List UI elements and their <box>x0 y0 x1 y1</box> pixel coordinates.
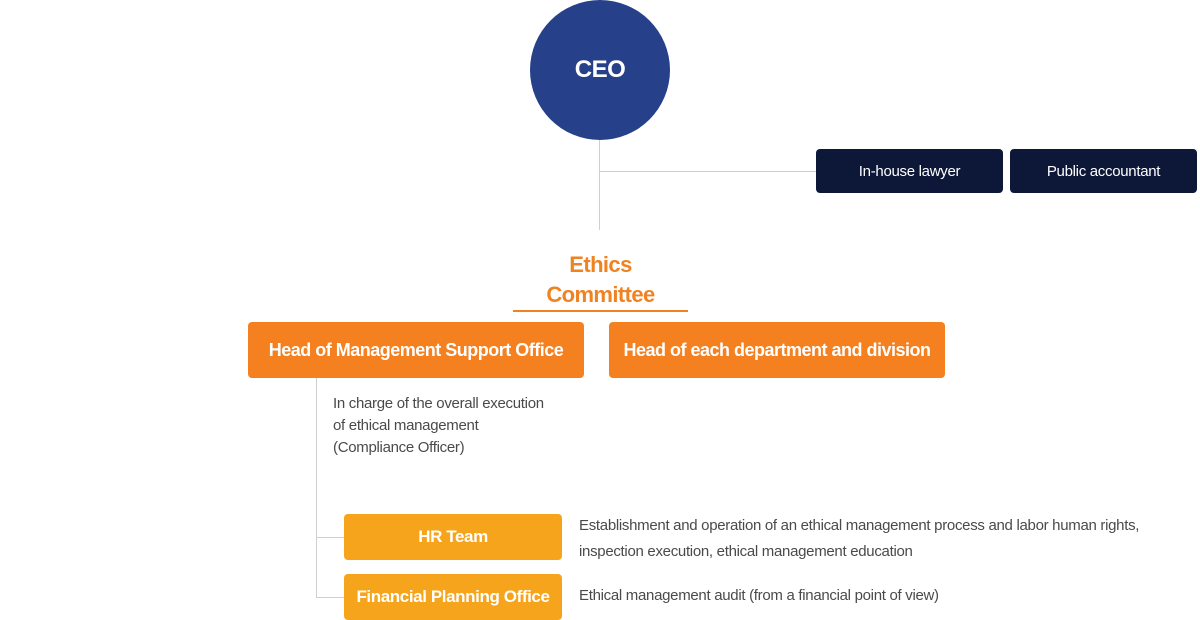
ceo-node: CEO <box>530 0 670 140</box>
description-line: Establishment and operation of an ethica… <box>579 517 1140 534</box>
ceo-vertical-connector <box>599 140 600 230</box>
management-support-description: In charge of the overall execution of et… <box>333 393 593 459</box>
advisor-connector <box>600 171 816 172</box>
hr-team-label: HR Team <box>418 527 488 546</box>
financial-planning-connector <box>316 597 344 598</box>
description-line: Ethical management audit (from a financi… <box>579 587 939 604</box>
head-departments-box: Head of each department and division <box>609 322 945 378</box>
public-accountant-box: Public accountant <box>1010 149 1197 193</box>
hr-team-connector <box>316 537 344 538</box>
hr-team-box: HR Team <box>344 514 562 560</box>
head-management-support-box: Head of Management Support Office <box>248 322 584 378</box>
description-line: of ethical management <box>333 417 479 434</box>
financial-planning-label: Financial Planning Office <box>356 587 550 606</box>
description-line: (Compliance Officer) <box>333 439 465 456</box>
public-accountant-label: Public accountant <box>1046 162 1161 180</box>
description-line: In charge of the overall execution <box>333 395 544 412</box>
management-vertical-connector <box>316 378 317 598</box>
description-line: inspection execution, ethical management… <box>579 543 913 560</box>
financial-planning-description: Ethical management audit (from a financi… <box>579 585 1194 607</box>
hr-team-description: Establishment and operation of an ethica… <box>579 513 1194 565</box>
ethics-committee-title: Ethics Committee <box>513 250 688 312</box>
financial-planning-box: Financial Planning Office <box>344 574 562 620</box>
head-management-support-label: Head of Management Support Office <box>268 339 564 360</box>
in-house-lawyer-label: In-house lawyer <box>858 162 961 180</box>
head-departments-label: Head of each department and division <box>623 339 931 360</box>
ceo-label: CEO <box>574 56 626 83</box>
in-house-lawyer-box: In-house lawyer <box>816 149 1003 193</box>
